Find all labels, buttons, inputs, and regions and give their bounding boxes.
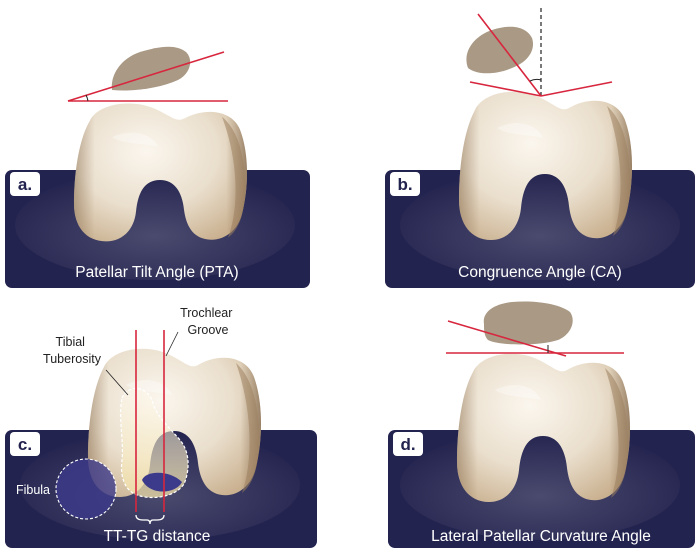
badge-b [390, 172, 420, 196]
panel-d: d. Lateral Patellar Curvature Angle [388, 301, 695, 548]
panel-b: b. Congruence Angle (CA) [385, 8, 695, 288]
measure-line [447, 320, 567, 357]
tibial-tuberosity-line-1: Tibial [56, 335, 85, 349]
badge-d-label: d. [400, 435, 415, 454]
angle-arc [529, 79, 542, 82]
caption-a: Patellar Tilt Angle (PTA) [75, 264, 238, 281]
distance-brace [135, 514, 165, 525]
angle-arc [85, 94, 89, 102]
groove-leader [165, 331, 179, 357]
patella-d [483, 301, 573, 345]
tuberosity-leader [105, 369, 129, 396]
caption-b: Congruence Angle (CA) [458, 264, 622, 281]
fibula-label: Fibula [16, 483, 50, 497]
caption-d: Lateral Patellar Curvature Angle [431, 528, 651, 545]
tibial-tuberosity-line-2: Tuberosity [43, 352, 102, 366]
patella-a [111, 46, 191, 91]
trochlear-groove-line-1: Trochlear [180, 306, 232, 320]
measure-line [67, 51, 225, 102]
trochlear-groove-line-2: Groove [188, 323, 229, 337]
measure-line [477, 13, 542, 97]
panel-c: Tibial Tuberosity Trochlear Groove Fibul… [5, 306, 317, 548]
badge-a-label: a. [18, 175, 32, 194]
measure-line [469, 81, 542, 97]
badge-c-label: c. [18, 435, 32, 454]
tibial-tuberosity-shape [119, 387, 189, 499]
badge-a [10, 172, 40, 196]
tibial-tuberosity-label: Tibial Tuberosity [43, 335, 102, 366]
badge-c [10, 432, 40, 456]
measure-line [540, 81, 613, 97]
fibula-circle [55, 458, 117, 520]
patella-b [466, 26, 534, 74]
badge-d [393, 432, 423, 456]
panel-a: a. Patellar Tilt Angle (PTA) [5, 46, 310, 288]
badge-b-label: b. [397, 175, 412, 194]
caption-c: TT-TG distance [104, 528, 211, 545]
trochlear-groove-label: Trochlear Groove [180, 306, 236, 337]
